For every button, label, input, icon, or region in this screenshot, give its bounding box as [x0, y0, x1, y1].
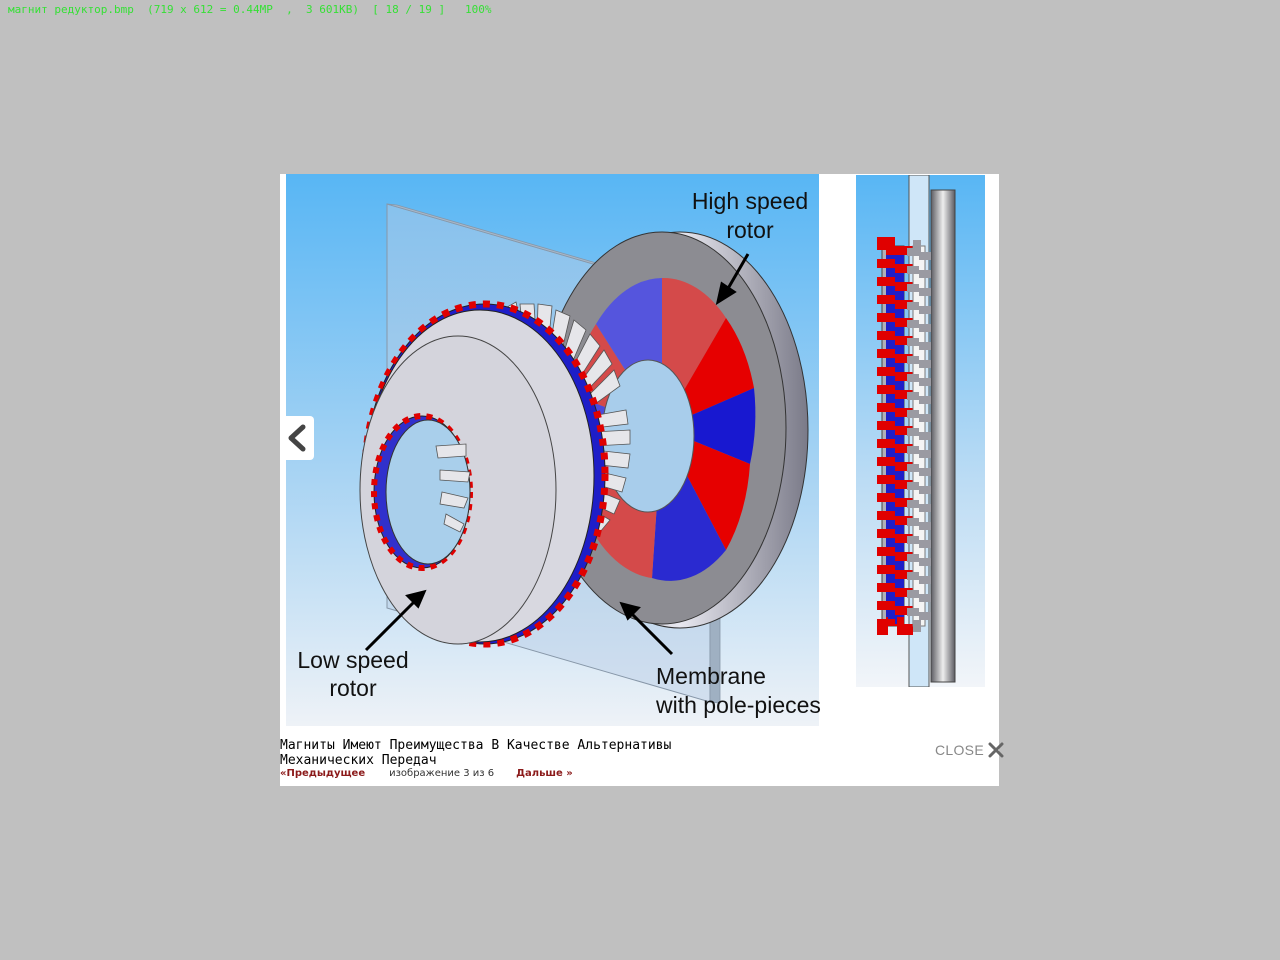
image-lightbox: High speed rotor Low speed rotor Membran…	[280, 174, 1004, 786]
magnetic-gear-diagram: High speed rotor Low speed rotor Membran…	[286, 174, 985, 726]
label-low-speed-rotor-line2: rotor	[329, 675, 377, 701]
image-counter: изображение 3 из 6	[389, 768, 495, 779]
close-icon	[988, 742, 1004, 758]
gallery-navigation: «Предыдущее изображение 3 из 6 Дальше »	[280, 768, 573, 782]
previous-link[interactable]: «Предыдущее	[280, 768, 366, 779]
chevron-left-icon	[288, 424, 306, 452]
label-membrane-line1: Membrane	[656, 663, 766, 689]
low-speed-rotor	[359, 300, 609, 648]
label-low-speed-rotor-line1: Low speed	[297, 647, 408, 673]
label-high-speed-rotor-line1: High speed	[692, 188, 808, 214]
label-high-speed-rotor-line2: rotor	[726, 217, 774, 243]
image-caption: Магниты Имеют Преимущества В Качестве Ал…	[280, 738, 840, 768]
label-membrane-line2: with pole-pieces	[655, 692, 821, 718]
viewer-status-bar: магнит редуктор.bmp (719 x 612 = 0.44MP …	[8, 3, 492, 16]
close-label: CLOSE	[935, 742, 984, 758]
previous-image-arrow[interactable]	[280, 416, 314, 460]
caption-line-2: Механических Передач	[280, 753, 437, 768]
caption-line-1: Магниты Имеют Преимущества В Качестве Ал…	[280, 738, 672, 753]
close-button[interactable]: CLOSE	[935, 740, 1004, 760]
next-link[interactable]: Дальше »	[516, 768, 573, 779]
side-section-view	[856, 175, 985, 687]
high-speed-rotor	[537, 231, 809, 629]
